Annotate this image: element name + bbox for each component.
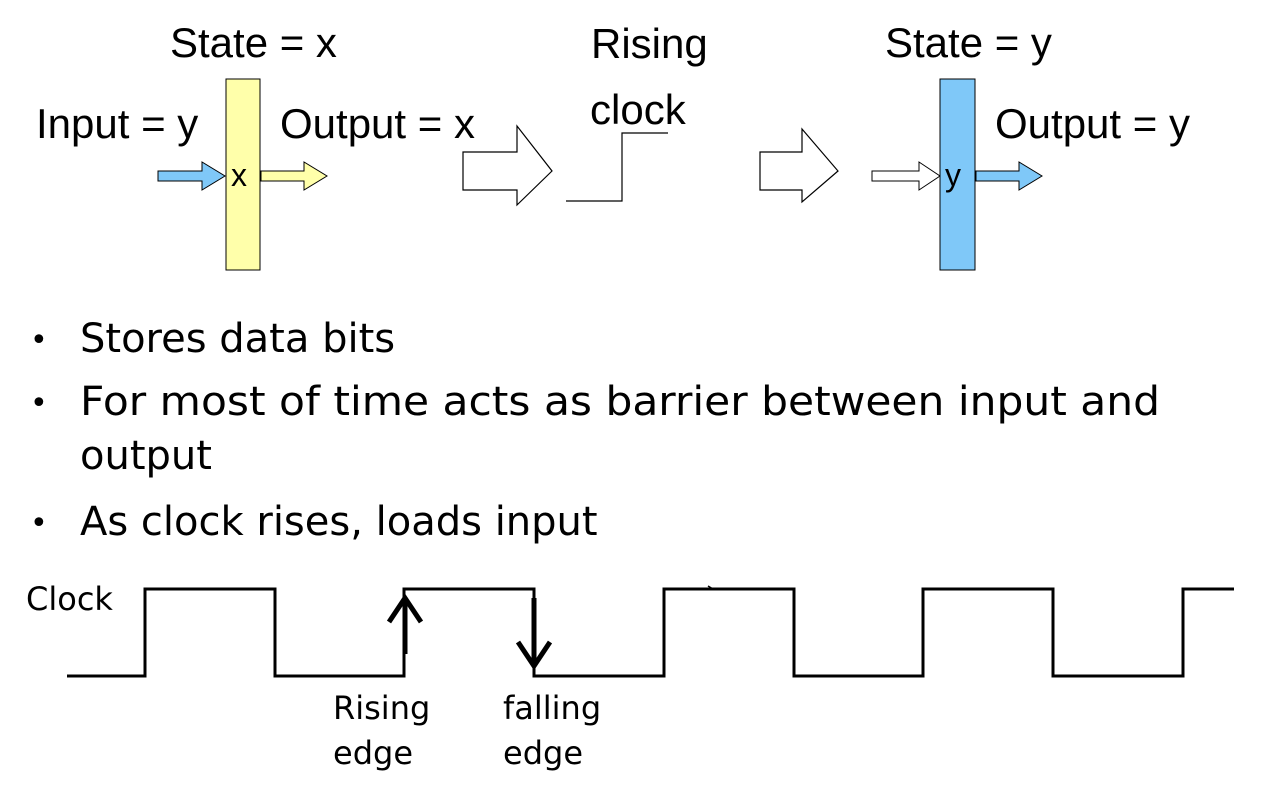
register-value-x: x xyxy=(231,157,247,193)
bullet-dot-icon: • xyxy=(30,386,48,421)
rising-step-icon xyxy=(566,132,668,202)
output-x-label: Output = x xyxy=(280,100,475,147)
state-x-label: State = x xyxy=(170,19,337,66)
bullet-dot-icon: • xyxy=(30,323,48,358)
clock-waveform xyxy=(67,587,1234,678)
state-y-label: State = y xyxy=(885,19,1052,66)
output-arrow-icon xyxy=(975,161,1043,191)
register-box-before xyxy=(225,78,261,271)
rising-edge-label-line1: Rising xyxy=(333,689,430,727)
waveform-tick-mark xyxy=(707,585,714,590)
bullet-3-text: As clock rises, loads input xyxy=(80,499,598,545)
input-y-label: Input = y xyxy=(36,100,198,147)
falling-edge-label-line2: edge xyxy=(503,734,583,772)
rising-edge-arrow-icon xyxy=(386,593,424,654)
bullet-1-text: Stores data bits xyxy=(80,316,395,362)
big-right-arrow-icon xyxy=(759,127,839,204)
rising-edge-label-line2: edge xyxy=(333,734,413,772)
falling-edge-label-line1: falling xyxy=(503,689,601,727)
rising-clock-label-line2: clock xyxy=(590,86,687,133)
register-value-y: y xyxy=(945,157,961,193)
bullet-2-text-line2: output xyxy=(80,433,212,479)
register-box-after xyxy=(939,78,976,271)
output-arrow-icon xyxy=(260,161,328,191)
bullet-2-text-line1: For most of time acts as barrier between… xyxy=(80,379,1160,425)
input-arrow-hollow-icon xyxy=(871,161,941,191)
clock-label: Clock xyxy=(26,580,113,618)
big-right-arrow-icon xyxy=(462,124,553,207)
bullet-dot-icon: • xyxy=(30,506,48,541)
rising-clock-label-line1: Rising xyxy=(591,20,708,67)
falling-edge-arrow-icon xyxy=(515,598,553,671)
input-arrow-icon xyxy=(157,161,226,191)
output-y-label: Output = y xyxy=(995,100,1190,147)
